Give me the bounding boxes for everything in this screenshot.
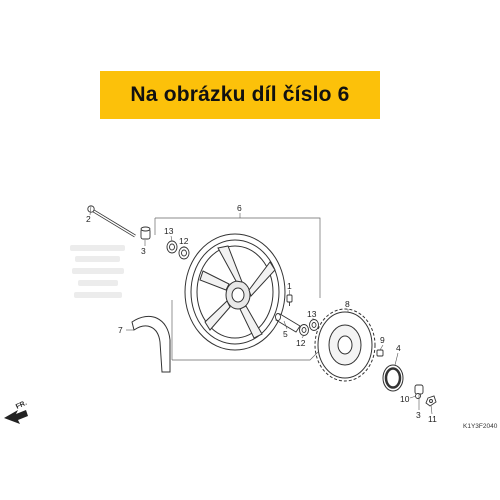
brake-disc	[314, 308, 376, 382]
pulser-ring	[382, 364, 404, 392]
label-part-10: 10	[400, 394, 410, 404]
label-part-11: 11	[428, 414, 437, 424]
collar-left	[140, 226, 151, 240]
banner-text: Na obrázku díl číslo 6	[130, 83, 350, 106]
label-part-4: 4	[396, 343, 401, 353]
seal-right	[299, 324, 309, 336]
diagram-code: K1Y3F2040	[463, 423, 498, 430]
valve	[286, 294, 293, 306]
wheel-rim	[184, 233, 286, 351]
leader-lines	[89, 205, 433, 415]
label-part-13-right: 13	[307, 309, 317, 319]
label-part-6: 6	[237, 203, 242, 213]
label-part-3-right: 3	[416, 410, 421, 420]
direction-label: FR.	[15, 400, 28, 411]
disc-bolt	[376, 349, 384, 357]
axle-bolt	[87, 205, 136, 238]
distance-collar	[275, 313, 301, 333]
label-part-5: 5	[283, 329, 288, 339]
label-part-8: 8	[345, 299, 350, 309]
label-part-13-left: 13	[164, 226, 174, 236]
bearing-left	[178, 246, 190, 260]
label-part-9: 9	[380, 335, 385, 345]
collar-right	[414, 384, 424, 395]
highlight-banner: Na obrázku díl číslo 6	[100, 71, 380, 119]
watermark-ghost	[70, 245, 125, 298]
label-part-12-right: 12	[296, 338, 306, 348]
seal-left	[166, 240, 178, 254]
fender	[131, 316, 171, 373]
label-part-1: 1	[287, 281, 292, 291]
spacer-right	[415, 393, 421, 399]
bearing-right	[309, 319, 319, 331]
label-part-12-left: 12	[179, 236, 189, 246]
label-part-2: 2	[86, 214, 91, 224]
label-part-3-left: 3	[141, 246, 146, 256]
axle-nut	[425, 395, 437, 407]
front-direction-arrow: FR.	[4, 400, 28, 424]
label-part-7: 7	[118, 325, 123, 335]
